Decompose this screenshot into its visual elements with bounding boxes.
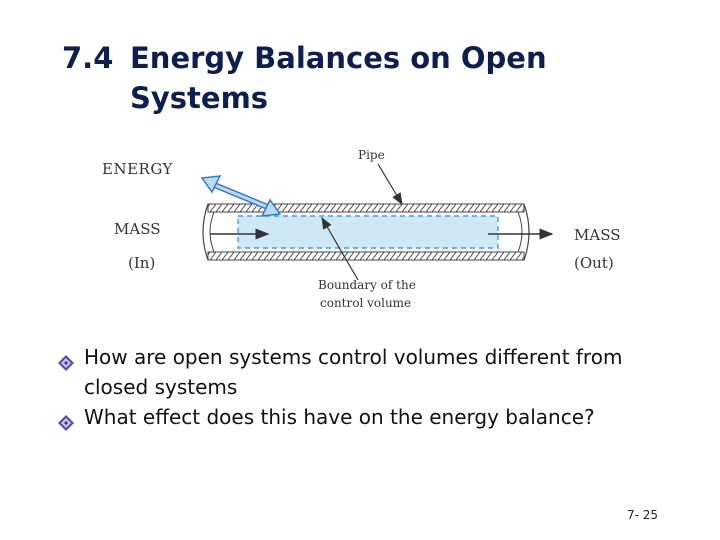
pipe-bottom-wall [207, 251, 525, 261]
pipe-left-end [202, 203, 209, 261]
bullet-text-line-2: closed systems [84, 375, 238, 399]
bullet-list: How are open systems control volumes dif… [58, 342, 698, 432]
diamond-bullet-icon [58, 349, 74, 371]
boundary-pointer [321, 216, 359, 281]
pipe-top-wall [207, 203, 525, 213]
energy-double-arrow [200, 175, 282, 217]
boundary-label-line-2: control volume [320, 296, 412, 310]
energy-label: ENERGY [102, 160, 173, 178]
mass-in-label: MASS [114, 220, 161, 238]
diamond-bullet-icon [58, 409, 74, 431]
pipe-right-end-inner [517, 211, 523, 253]
in-label: (In) [128, 254, 156, 272]
pipe-diagram-graphic [200, 163, 554, 281]
bullet-item: How are open systems control volumes dif… [58, 342, 698, 402]
bullet-text-line-1: What effect does this have on the energy… [84, 405, 595, 429]
pipe-label: Pipe [358, 148, 385, 162]
pipe-right-end [523, 203, 530, 261]
page-number: 7- 25 [626, 508, 658, 522]
boundary-label-line-1: Boundary of the [318, 278, 416, 292]
out-label: (Out) [574, 254, 614, 272]
title-line-2: Systems [130, 81, 269, 115]
pipe-pointer [377, 163, 403, 206]
bullet-text-line-1: How are open systems control volumes dif… [84, 345, 623, 369]
open-system-diagram: ENERGY Pipe MASS (In) MASS (Out) Boundar… [90, 140, 650, 320]
title-line-1: Energy Balances on Open [130, 41, 547, 75]
bullet-item: What effect does this have on the energy… [58, 402, 698, 432]
pipe-left-end-inner [209, 211, 215, 253]
title-number: 7.4 [62, 41, 114, 75]
mass-out-label: MASS [574, 226, 621, 244]
control-volume [237, 215, 499, 249]
slide-title: 7.4 Energy Balances on Open Systems [62, 38, 622, 118]
